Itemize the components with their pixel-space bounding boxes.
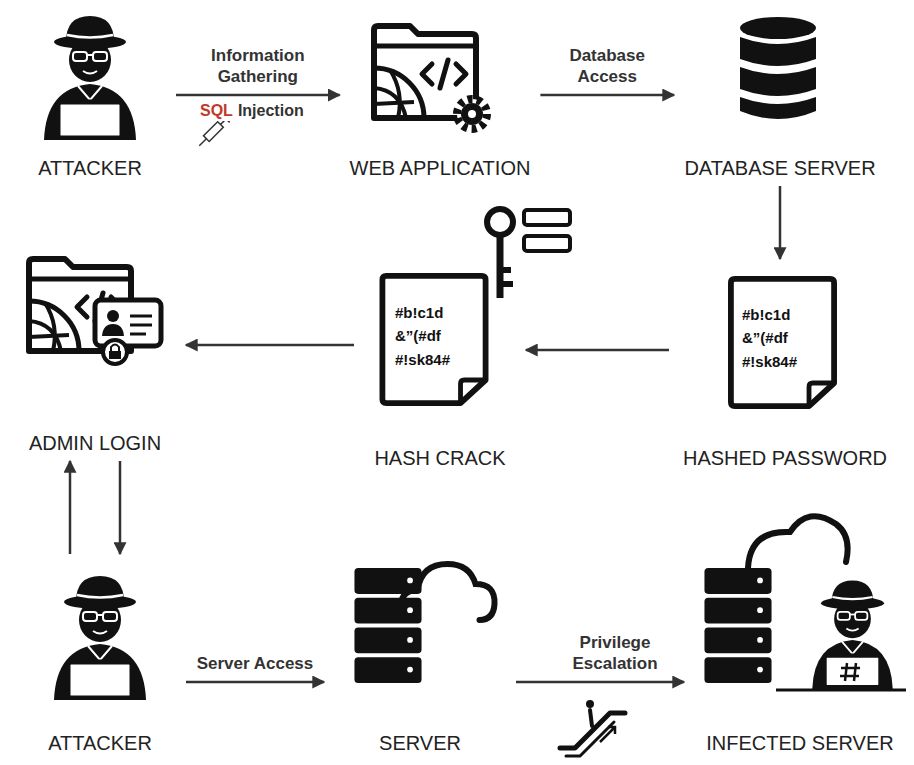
flow-arrow (186, 681, 324, 684)
node-caption: INFECTED SERVER (706, 731, 893, 755)
hash-text: #b!c1d &”(#df #!sk84# (395, 301, 450, 371)
database-icon (740, 17, 816, 119)
node-caption: ATTACKER (38, 156, 142, 180)
hash-crack-node: #b!c1d &”(#df #!sk84# HASH CRACK (360, 265, 520, 470)
node-caption: WEB APPLICATION (350, 156, 531, 180)
server-icon (354, 568, 421, 683)
gear-icon (457, 99, 487, 129)
infected-server-node: INFECTED SERVER (690, 530, 910, 755)
attacker-icon (54, 576, 146, 700)
attack-label: SQL (200, 101, 233, 121)
flow-arrow (516, 681, 684, 684)
cloud-icon (748, 516, 848, 568)
document-icon (382, 276, 485, 403)
attacker-icon (812, 580, 893, 689)
flow-arrow (69, 461, 72, 554)
flow-arrow (119, 461, 122, 554)
hash-symbol (840, 663, 860, 681)
flow-arrow (540, 94, 674, 97)
flow-arrow (779, 186, 782, 259)
web-app-node: WEB APPLICATION (346, 5, 535, 180)
node-caption: HASH CRACK (374, 446, 505, 470)
attacker-icon (44, 16, 136, 140)
server-node: SERVER (330, 530, 510, 755)
desk-line (776, 689, 906, 692)
edge-label: Database Access (566, 45, 648, 87)
node-caption: ATTACKER (48, 731, 152, 755)
escalator-icon (560, 700, 625, 756)
id-card-icon (95, 300, 161, 364)
node-caption: HASHED PASSWORD (683, 446, 887, 470)
attacker-node: ATTACKER (20, 560, 180, 755)
hash-text: #b!c1d &”(#df #!sk84# (742, 303, 797, 373)
node-caption: SERVER (379, 731, 461, 755)
attack-label: Injection (238, 101, 304, 121)
edge-label: Privilege Escalation (569, 632, 660, 674)
node-caption: ADMIN LOGIN (29, 431, 161, 455)
flow-arrow (176, 94, 340, 97)
database-node: DATABASE SERVER (680, 5, 880, 180)
node-caption: DATABASE SERVER (684, 156, 875, 180)
flow-arrow (526, 349, 669, 352)
document-icon (731, 279, 834, 406)
hashed-password-node: #b!c1d &”(#df #!sk84# HASHED PASSWORD (675, 265, 895, 470)
server-icon (704, 568, 771, 683)
admin-login-node: ADMIN LOGIN (10, 240, 180, 455)
edge-label: Information Gathering (208, 45, 308, 87)
flow-arrow (186, 344, 354, 347)
edge-label: Server Access (194, 653, 317, 674)
key-icon (487, 209, 570, 298)
attacker-node: ATTACKER (10, 5, 170, 180)
